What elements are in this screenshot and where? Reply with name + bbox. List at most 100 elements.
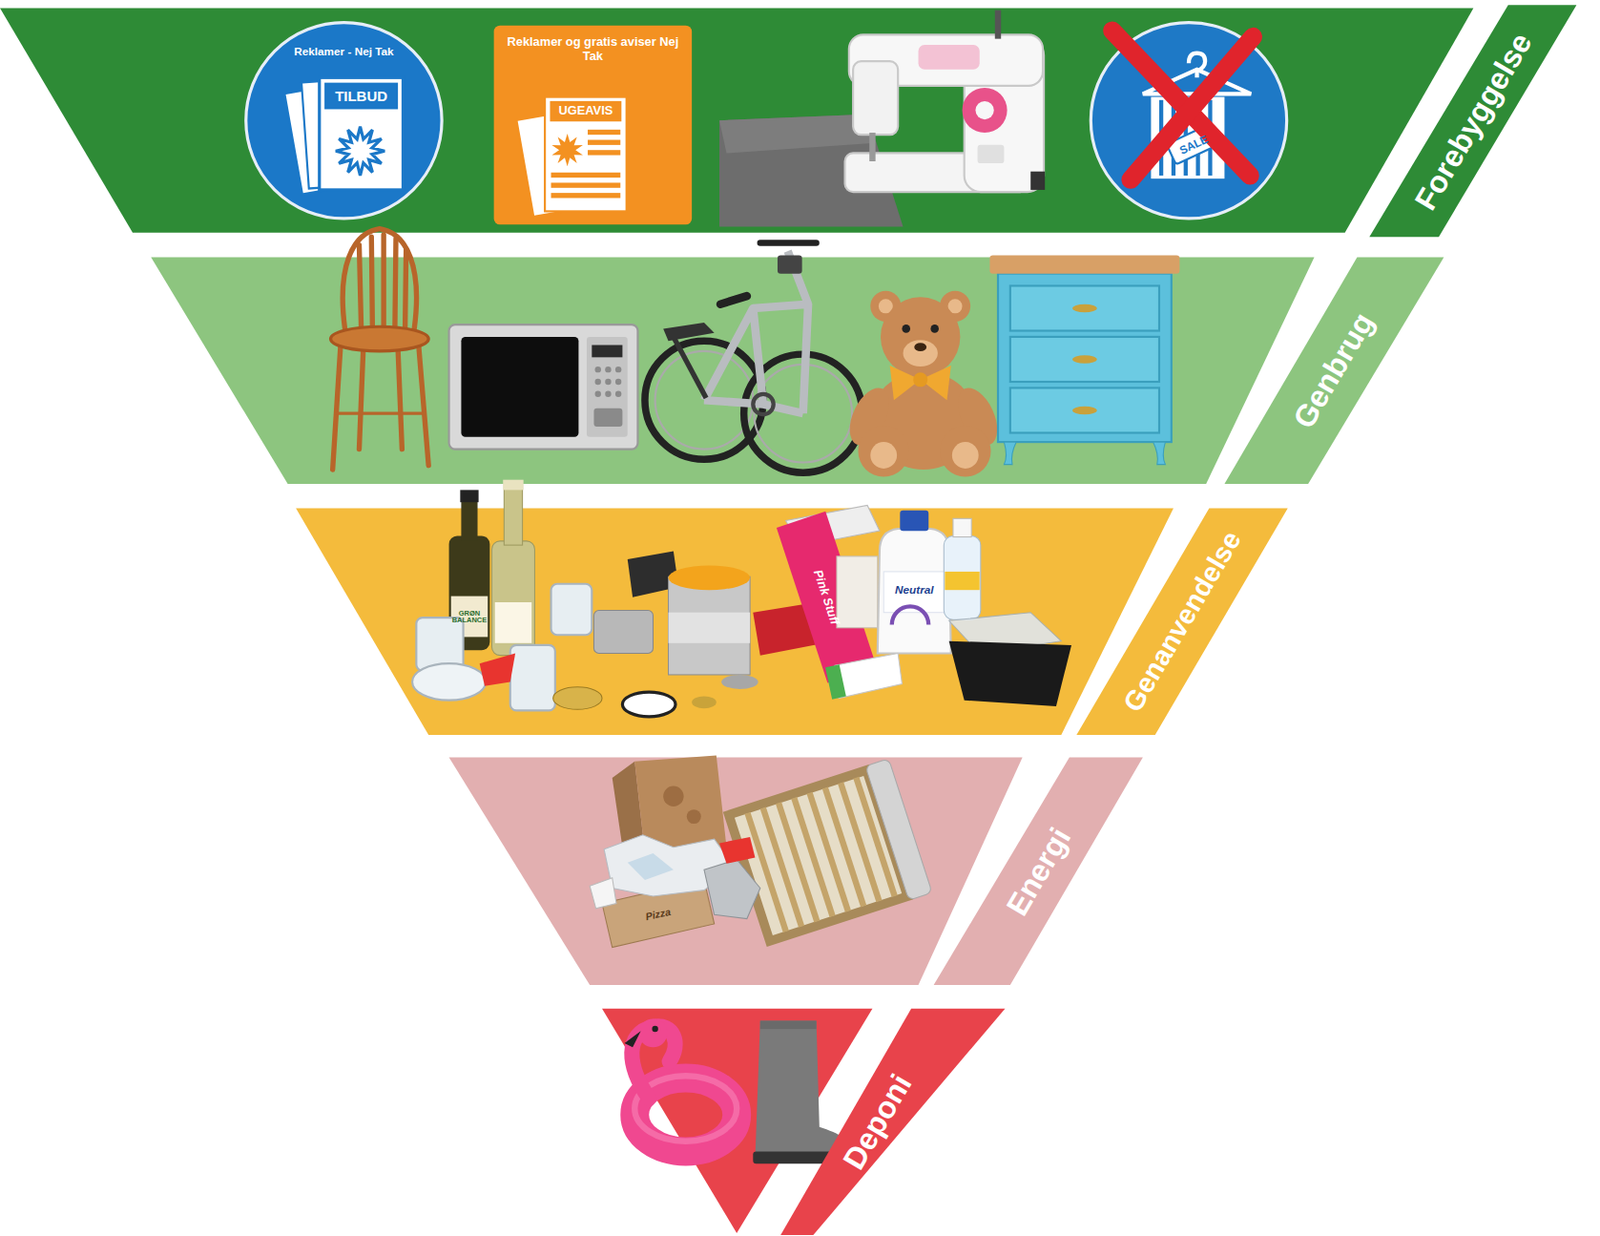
residual-waste-pile-part [627, 852, 674, 880]
residual-waste-pile-part [589, 877, 617, 909]
recyclables-pile-part [877, 528, 952, 653]
residual-waste-pile-part-part [747, 777, 894, 932]
recyclables-pile-part [668, 565, 751, 591]
recyclables-pile-part [502, 479, 523, 491]
bicycle-part [704, 250, 809, 414]
residual-waste-pile-part [663, 786, 684, 807]
bicycle-part [752, 394, 773, 415]
level-label-strip: Genbrug [1224, 257, 1444, 484]
recyclables-pile-part [691, 695, 717, 708]
sticker-text: Reklamer - Nej Tak [272, 44, 416, 59]
landfill-items-part [639, 1018, 668, 1047]
bicycle-part [663, 322, 714, 341]
residual-waste-pile-part-part [865, 758, 933, 900]
microwave-part-part [595, 366, 602, 373]
bicycle-part [720, 295, 748, 305]
wooden-chair-part [394, 238, 396, 329]
energy-band [449, 757, 1023, 986]
teddy-bear-part [930, 324, 939, 333]
wooden-chair-part [358, 349, 363, 450]
recyclables-pile-part [949, 641, 1072, 707]
recyclables-pile-part [622, 691, 676, 717]
flyer-title: TILBUD [325, 87, 397, 104]
residual-waste-pile-part-part-part [747, 812, 786, 932]
recyclables-pile [412, 479, 1072, 717]
blue-dresser [989, 254, 1180, 464]
wooden-chair-part [358, 245, 361, 330]
blue-dresser-part [1003, 441, 1017, 465]
landfill-items-part [651, 1025, 658, 1032]
sewing-machine-part [852, 61, 898, 135]
wooden-chair-part [371, 236, 373, 329]
residual-waste-pile-part-part-part [763, 808, 802, 927]
level-label: Forebyggelse [1409, 27, 1538, 215]
recyclables-pile-part [460, 498, 478, 541]
teddy-bear-part [901, 324, 911, 333]
blue-dresser-part [997, 273, 1172, 442]
blue-dresser-part-part [1072, 354, 1098, 364]
strip-outline [780, 1008, 1005, 1235]
residual-waste-pile-part-part-part [810, 792, 849, 912]
no-ads-newspaper-square-shape-part [551, 133, 583, 167]
recyclables-pile-part [668, 612, 751, 644]
recyclables-pile-part [503, 483, 522, 545]
sewing-machine-part [962, 87, 1008, 133]
residual-waste-pile-part-part-part [825, 787, 864, 906]
microwave-part-part [595, 391, 602, 397]
product-label: Neutral [884, 583, 944, 596]
blue-dresser-part [989, 254, 1180, 273]
recyclables-pile-part [899, 510, 929, 531]
landfill-items-part [760, 1020, 817, 1030]
newspaper-title: UGEAVIS [549, 103, 622, 119]
residual-waste-pile-part-part-part [793, 797, 832, 916]
microwave-part-part [615, 366, 622, 373]
no-ads-newspaper-square: Reklamer og gratis aviser Nej TakUGEAVIS [494, 25, 692, 226]
no-ads-newspaper-square-shape-part [544, 97, 627, 212]
wooden-chair-part [342, 228, 416, 330]
bicycle-part [760, 239, 817, 246]
recyclables-pile-part [412, 663, 486, 701]
teddy-bear-part [952, 441, 979, 469]
recyclables-pile-part [721, 674, 759, 689]
blue-dresser-part [1010, 336, 1160, 382]
residual-waste-pile-part [727, 758, 933, 945]
teddy-bear-part [939, 425, 991, 477]
landfill-items-part [624, 1030, 642, 1047]
sewing-machine-part [918, 44, 980, 70]
pyramid-bands [0, 8, 1474, 1233]
sticker-text: Reklamer og gratis aviser Nej Tak [502, 35, 683, 64]
microwave-part-part [615, 378, 622, 385]
strip-outline [934, 757, 1143, 986]
recyclables-pile-part [668, 576, 751, 675]
no-ads-circle-shape-part [324, 83, 398, 110]
wooden-chair-part [336, 412, 425, 416]
teddy-bear-part [914, 342, 927, 352]
level-label-strip: Deponi [780, 1008, 1005, 1235]
no-ads-circle-shape-part [246, 22, 442, 219]
recyclables-pile-part [459, 489, 478, 502]
wooden-chair-part [405, 249, 407, 329]
recyclables-pile-part [479, 652, 516, 686]
teddy-bear-part [870, 441, 897, 469]
strip-outline [1224, 257, 1444, 484]
recyclables-pile-part [953, 518, 972, 537]
recyclables-pile-part [944, 571, 979, 590]
microwave-part-part [604, 391, 611, 397]
no-ads-newspaper-square-shape-part [587, 149, 621, 155]
strip-outline [1076, 508, 1288, 735]
recyclables-pile-part [943, 535, 981, 620]
wooden-chair-part [380, 234, 386, 329]
recycling-band [295, 508, 1174, 735]
microwave-part [593, 366, 623, 427]
recyclables-pile-part [892, 605, 930, 624]
microwave-part-part [604, 378, 611, 385]
no-ads-newspaper-square-shape-part [551, 192, 622, 198]
sewing-machine-part [869, 132, 875, 162]
microwave [449, 324, 639, 449]
bicycle-part [777, 254, 803, 273]
recyclables-pile-part [593, 610, 653, 654]
teddy-bear-part [913, 372, 928, 387]
no-shopping-icon-part [1090, 22, 1287, 219]
level-label-strip: Genanvendelse [1076, 508, 1288, 735]
no-ads-newspaper-square-shape-part [551, 172, 622, 178]
